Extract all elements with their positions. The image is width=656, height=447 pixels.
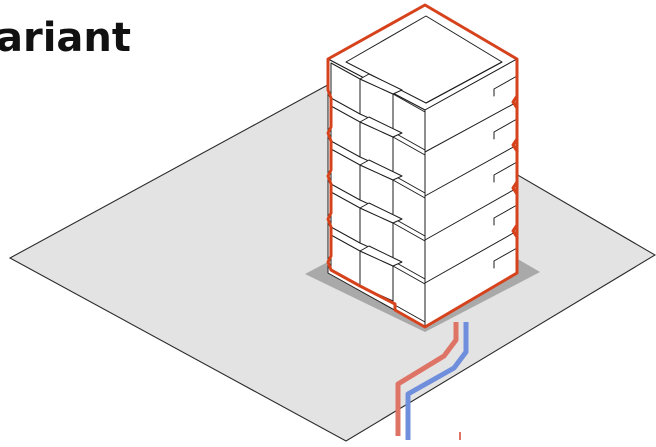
- blue-pipe: [405, 322, 469, 440]
- isometric-apartment-building-icon: [326, 3, 519, 329]
- floor-notches: [511, 94, 519, 239]
- building-outline: [326, 3, 519, 329]
- roof-edge: [425, 61, 503, 104]
- floor-lines-right: [424, 101, 518, 284]
- diagram-title: ariant: [0, 15, 132, 61]
- balcony-blocks: [330, 62, 426, 323]
- right-face-details: [493, 75, 518, 269]
- utility-pipes-icon: [395, 322, 469, 440]
- red-pipe: [395, 322, 459, 436]
